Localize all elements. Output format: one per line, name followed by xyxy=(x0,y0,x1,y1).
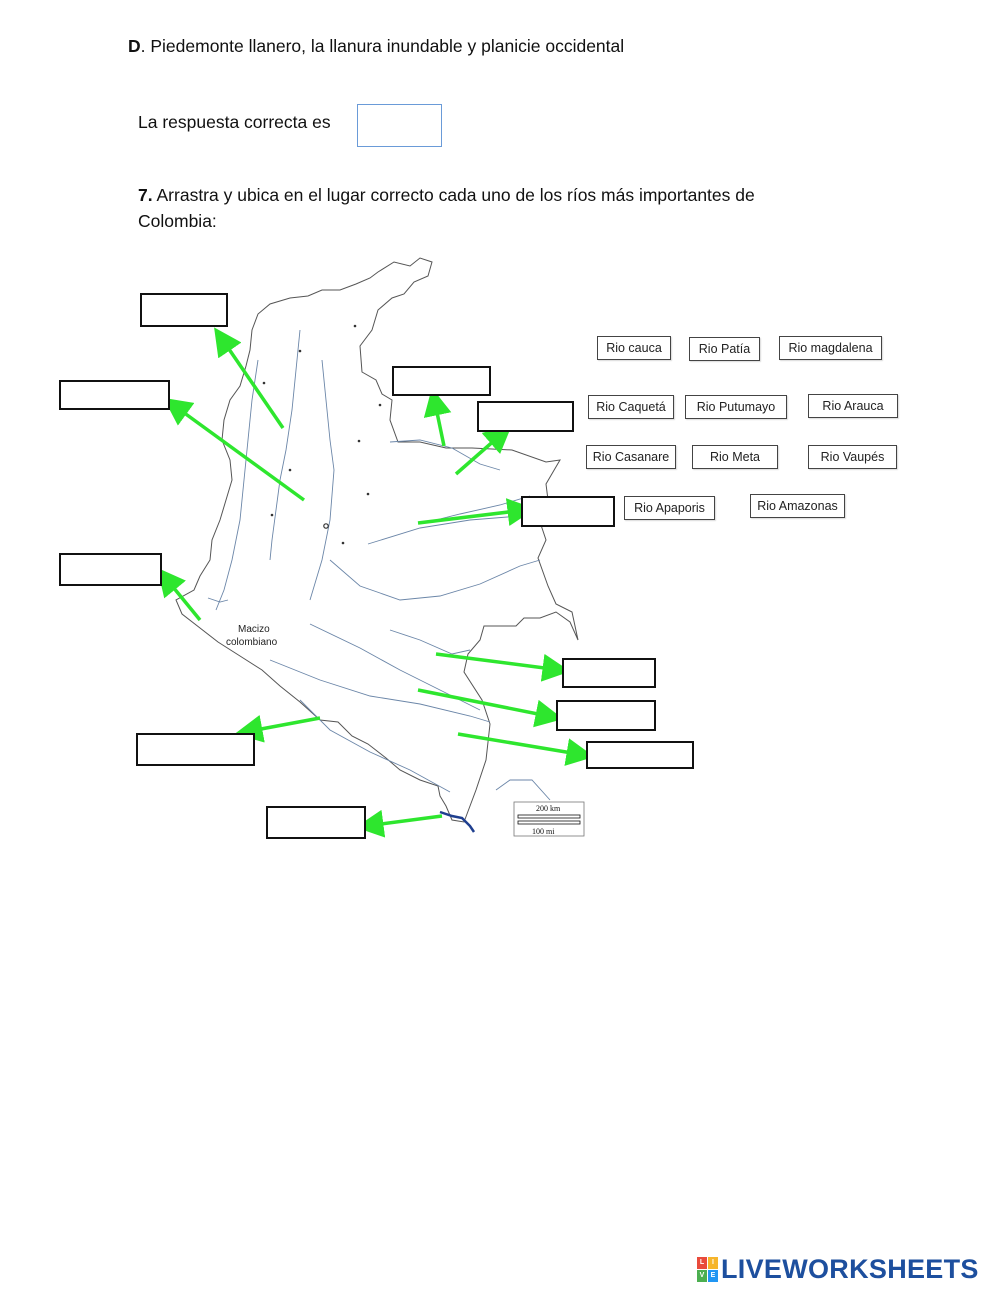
arrow-9 xyxy=(457,732,595,766)
answer-input[interactable] xyxy=(357,104,442,147)
arrow-4 xyxy=(454,425,512,476)
arrow-5 xyxy=(417,498,536,527)
drop-box-8[interactable] xyxy=(556,700,656,731)
liveworksheets-logo: L I V E LIVEWORKSHEETS xyxy=(697,1254,979,1285)
river-chip-cauca[interactable]: Rio cauca xyxy=(597,336,671,360)
river-chip-casanare[interactable]: Rio Casanare xyxy=(586,445,676,469)
drop-box-10[interactable] xyxy=(136,733,255,766)
map-label-macizo: Macizo xyxy=(238,624,270,635)
drop-box-3[interactable] xyxy=(392,366,491,396)
river-chip-meta[interactable]: Rio Meta xyxy=(692,445,778,469)
river-chip-caqueta[interactable]: Rio Caquetá xyxy=(588,395,674,419)
arrow-2 xyxy=(163,397,306,502)
logo-text: LIVEWORKSHEETS xyxy=(721,1254,979,1284)
arrow-3 xyxy=(423,387,452,447)
river-chip-patia[interactable]: Rio Patía xyxy=(689,337,760,361)
logo-tiles-icon: L I V E xyxy=(697,1257,718,1282)
arrow-6 xyxy=(157,567,202,622)
drop-box-9[interactable] xyxy=(586,741,694,769)
question-d-letter: D xyxy=(128,36,141,56)
drop-box-7[interactable] xyxy=(562,658,656,688)
river-chip-magdalena[interactable]: Rio magdalena xyxy=(779,336,882,360)
question-7-line1: Arrastra y ubica en el lugar correcto ca… xyxy=(152,185,755,205)
river-chip-apaporis[interactable]: Rio Apaporis xyxy=(624,496,715,520)
amazon-river-segment xyxy=(439,810,476,833)
arrow-10 xyxy=(234,715,321,743)
answer-label: La respuesta correcta es xyxy=(138,112,331,132)
arrow-7 xyxy=(435,652,571,682)
drop-box-11[interactable] xyxy=(266,806,366,839)
question-d-text: . Piedemonte llanero, la llanura inundab… xyxy=(140,36,625,56)
arrow-8 xyxy=(417,688,564,728)
map-label-colombiano: colombiano xyxy=(226,637,278,648)
question-7: 7. Arrastra y ubica en el lugar correcto… xyxy=(138,183,858,207)
question-d: D. Piedemonte llanero, la llanura inunda… xyxy=(128,34,624,58)
arrow-11 xyxy=(355,809,443,838)
scale-km-label: 200 km xyxy=(536,804,561,813)
drop-box-5[interactable] xyxy=(521,496,615,527)
scale-bar: 200 km 100 mi xyxy=(513,801,585,837)
river-chip-arauca[interactable]: Rio Arauca xyxy=(808,394,898,418)
colombia-map: Macizo colombiano 200 km 100 mi xyxy=(157,257,595,838)
scale-mi-label: 100 mi xyxy=(532,827,555,836)
drop-box-6[interactable] xyxy=(59,553,162,586)
question-7-line2: Colombia: xyxy=(138,211,217,231)
river-chip-putumayo[interactable]: Rio Putumayo xyxy=(685,395,787,419)
question-7-number: 7. xyxy=(138,185,153,205)
river-chip-amazonas[interactable]: Rio Amazonas xyxy=(750,494,845,518)
country-outline xyxy=(175,257,579,823)
arrow-1 xyxy=(214,327,285,429)
drop-box-4[interactable] xyxy=(477,401,574,432)
drop-box-1[interactable] xyxy=(140,293,228,327)
river-chip-vaupes[interactable]: Rio Vaupés xyxy=(808,445,897,469)
drop-box-2[interactable] xyxy=(59,380,170,410)
